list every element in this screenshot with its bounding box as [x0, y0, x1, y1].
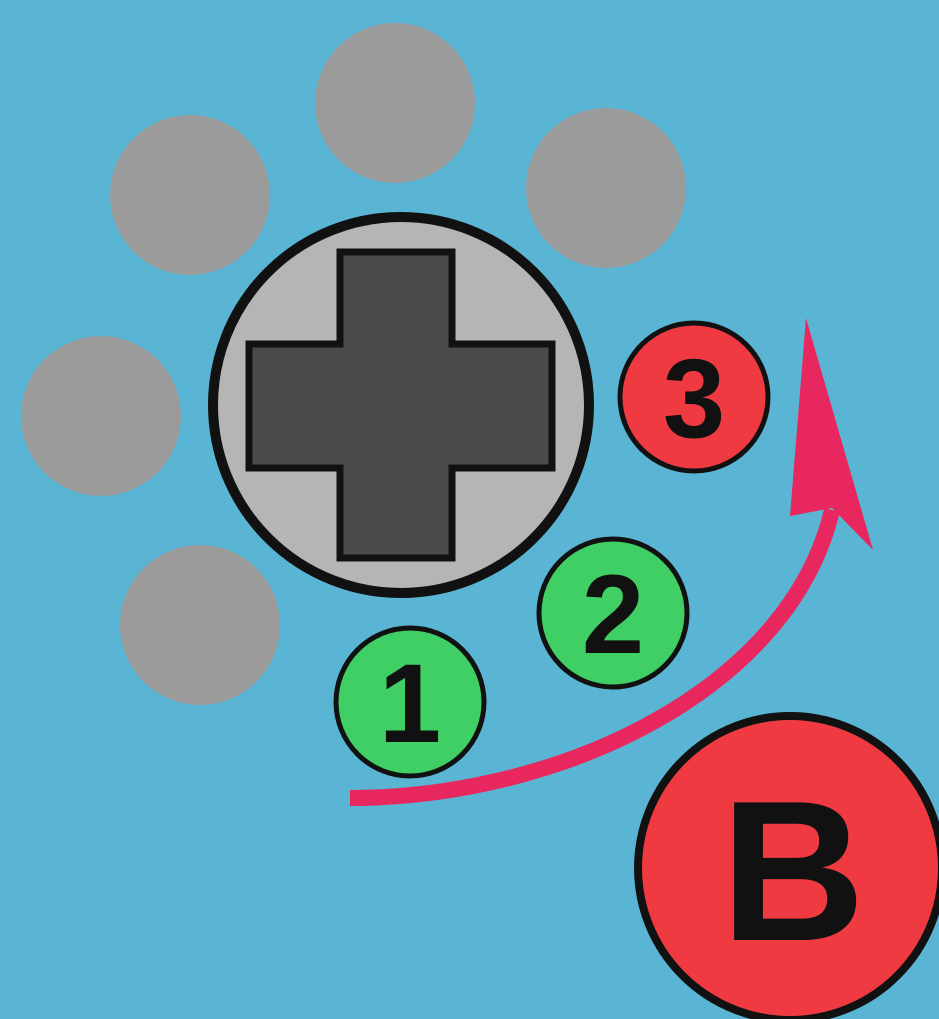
step-1: 1: [333, 625, 487, 779]
step-2-label: 2: [582, 552, 644, 677]
step-1-circle: [333, 625, 487, 779]
direction-dot-down-left: [120, 545, 280, 705]
direction-dot-up: [315, 23, 475, 183]
step-2: 2: [536, 536, 690, 690]
step-3-label: 3: [663, 336, 725, 461]
dpad-cross-icon: [245, 248, 556, 562]
curved-arrow-icon: [349, 318, 873, 806]
direction-dot-left: [21, 336, 181, 496]
direction-dot-up-right: [526, 108, 686, 268]
b-button-circle: [634, 712, 939, 1019]
step-1-label: 1: [379, 641, 441, 766]
arrow-shaft: [349, 508, 840, 806]
dpad-icon: [208, 212, 594, 598]
b-button: B: [634, 712, 939, 1019]
direction-dot-up-left: [110, 115, 270, 275]
step-3: 3: [617, 320, 771, 474]
step-3-circle: [617, 320, 771, 474]
arrow-head: [790, 318, 873, 550]
step-2-circle: [536, 536, 690, 690]
b-button-label: B: [721, 760, 865, 983]
